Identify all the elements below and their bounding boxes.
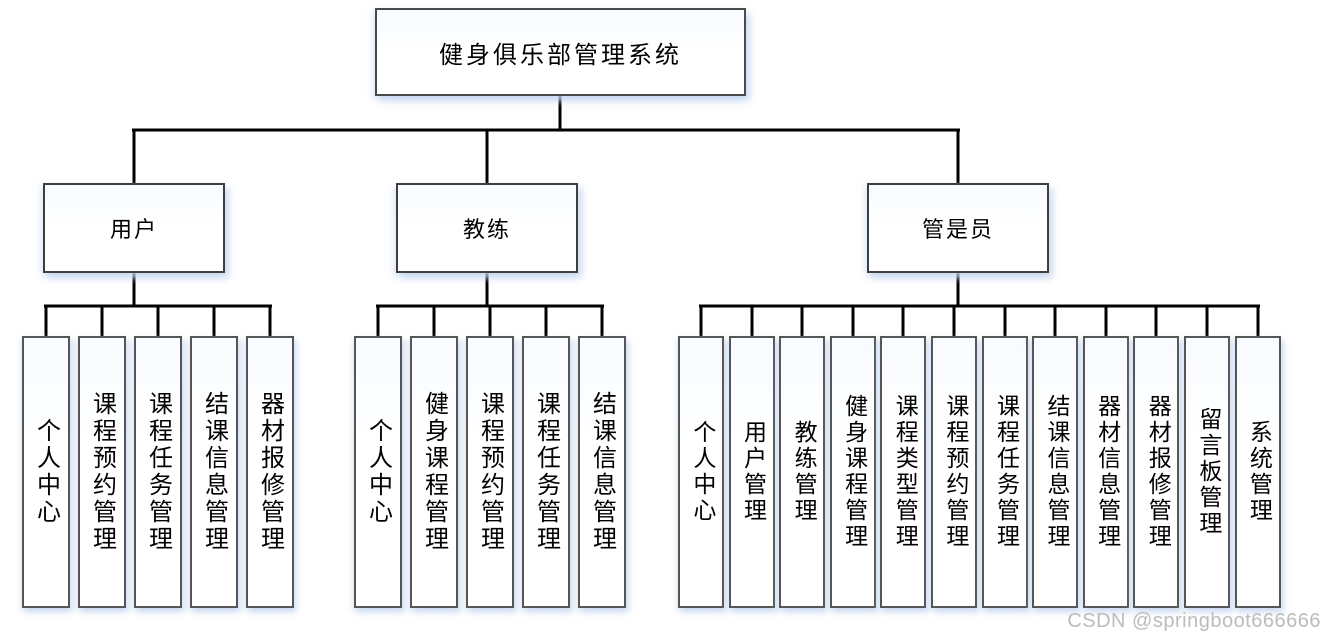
admin-children-group: 个人中心 用户管理 教练管理 健身课程管理 课程类型管理 课程预约管理 课程任务…	[678, 336, 1281, 608]
leaf-admin-course-type: 课程类型管理	[880, 336, 927, 608]
leaf-user-course-task: 课程任务管理	[134, 336, 182, 608]
node-admin: 管是员	[867, 183, 1049, 273]
leaf-coach-course-task: 课程任务管理	[522, 336, 570, 608]
leaf-admin-message-board: 留言板管理	[1183, 336, 1230, 608]
leaf-admin-user-mgmt: 用户管理	[728, 336, 775, 608]
leaf-admin-course-booking: 课程预约管理	[930, 336, 977, 608]
leaf-coach-fitness-course: 健身课程管理	[410, 336, 458, 608]
user-children-group: 个人中心 课程预约管理 课程任务管理 结课信息管理 器材报修管理	[22, 336, 294, 608]
node-root-system: 健身俱乐部管理系统	[375, 8, 746, 96]
leaf-admin-system-mgmt: 系统管理	[1234, 336, 1281, 608]
leaf-user-course-completion: 结课信息管理	[190, 336, 238, 608]
leaf-admin-personal-center: 个人中心	[678, 336, 724, 608]
leaf-admin-course-completion: 结课信息管理	[1032, 336, 1079, 608]
csdn-watermark: CSDN @springboot666666	[1067, 610, 1321, 632]
leaf-user-equipment-repair: 器材报修管理	[246, 336, 294, 608]
leaf-admin-course-task: 课程任务管理	[981, 336, 1028, 608]
leaf-admin-equipment-repair: 器材报修管理	[1133, 336, 1180, 608]
leaf-coach-personal-center: 个人中心	[354, 336, 402, 608]
leaf-admin-coach-mgmt: 教练管理	[779, 336, 826, 608]
leaf-user-personal-center: 个人中心	[22, 336, 70, 608]
leaf-user-course-booking: 课程预约管理	[78, 336, 126, 608]
leaf-admin-equipment-info: 器材信息管理	[1082, 336, 1129, 608]
node-coach: 教练	[396, 183, 578, 273]
node-user: 用户	[43, 183, 225, 273]
leaf-coach-course-completion: 结课信息管理	[578, 336, 626, 608]
leaf-coach-course-booking: 课程预约管理	[466, 336, 514, 608]
leaf-admin-fitness-course: 健身课程管理	[829, 336, 876, 608]
coach-children-group: 个人中心 健身课程管理 课程预约管理 课程任务管理 结课信息管理	[354, 336, 626, 608]
